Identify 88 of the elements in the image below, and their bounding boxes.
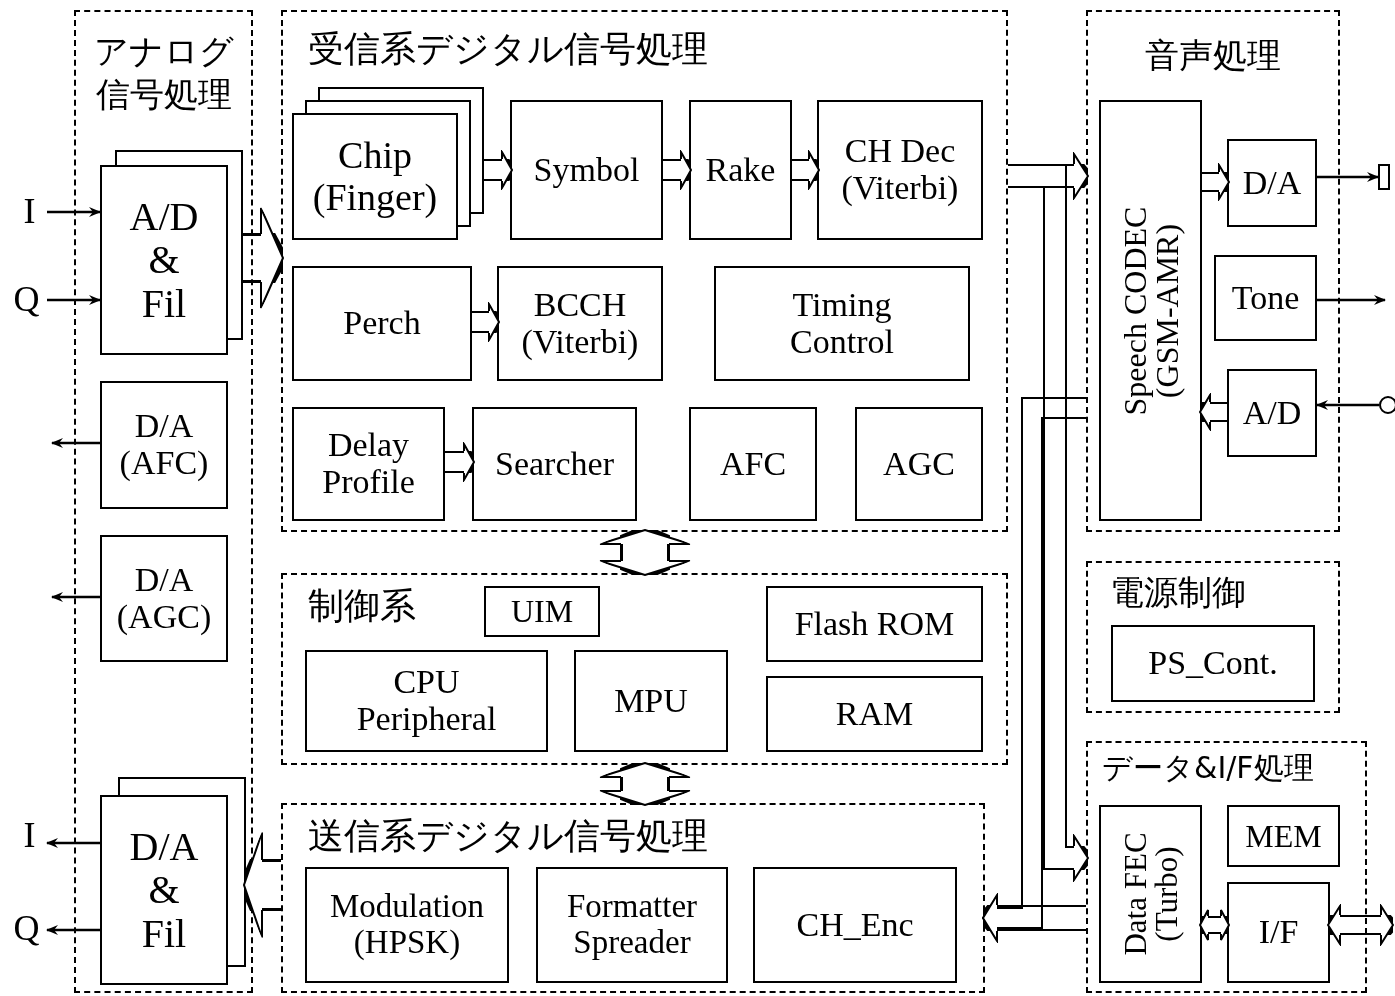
process-box [714, 266, 970, 381]
node-label: AGC [883, 445, 955, 483]
group-frame [1086, 561, 1340, 713]
node-label: CPU Peripheral [355, 664, 498, 738]
node-label: A/D & Fil [128, 195, 200, 325]
arrow [51, 438, 100, 448]
process-box [855, 407, 983, 521]
node-label: Searcher [495, 445, 614, 483]
node-label: D/A (AFC) [118, 408, 210, 482]
process-box [305, 867, 509, 983]
node-label: D/A [1242, 164, 1302, 202]
process-box [292, 266, 472, 381]
node-label: Symbol [533, 151, 640, 189]
node-label: D/A (AGC) [115, 561, 213, 636]
group-frame [281, 573, 1008, 765]
process-box [305, 650, 548, 752]
process-box [1099, 100, 1202, 521]
group-title: 制御系 [308, 584, 416, 628]
arrow [46, 925, 100, 935]
process-box [1227, 369, 1317, 457]
node-label: Speech CODEC (GSM-AMR) [1118, 205, 1183, 417]
group-title: 電源制御 [1110, 571, 1246, 614]
node-label: Delay Profile [321, 427, 416, 501]
group-title: アナログ信号処理 [92, 30, 235, 115]
process-box [510, 100, 663, 240]
group-title: 音声処理 [1144, 34, 1282, 77]
process-box [292, 407, 445, 521]
node-label: I/F [1258, 914, 1299, 951]
arrow [1317, 295, 1386, 305]
node-label: AFC [719, 445, 787, 483]
process-box [497, 266, 663, 381]
node-label: Tone [1231, 279, 1300, 317]
node-label: CH Dec (Viterbi) [840, 133, 960, 207]
terminal-circle [1379, 396, 1395, 414]
process-box [817, 100, 983, 240]
process-box [1214, 255, 1317, 341]
group-frame [74, 10, 253, 993]
signal-label: I [12, 817, 47, 857]
node-label: CH_Enc [796, 906, 914, 944]
process-box [766, 586, 983, 662]
process-box [1227, 805, 1340, 867]
node-label: Modulation (HPSK) [329, 889, 485, 961]
process-box [472, 407, 637, 521]
signal-label: I [12, 193, 47, 233]
process-box [1099, 805, 1202, 983]
arrow [1317, 172, 1379, 182]
node-label: PS_Cont. [1148, 645, 1278, 682]
arrow [51, 592, 100, 602]
arrow [1316, 400, 1379, 410]
signal-label: Q [6, 910, 47, 950]
process-box [753, 867, 957, 983]
group-frame [281, 10, 1008, 532]
process-box [689, 407, 817, 521]
arrow [46, 838, 100, 848]
node-label: A/D [1242, 394, 1302, 432]
node-label: Data FEC (Turbo) [1119, 831, 1182, 958]
process-box [1227, 882, 1330, 983]
process-box [574, 650, 728, 752]
node-label: MPU [614, 682, 688, 720]
terminal-box [1378, 164, 1390, 190]
process-box [689, 100, 792, 240]
node-label: Timing Control [789, 286, 895, 361]
node-label: Chip (Finger) [311, 135, 439, 218]
group-title: 送信系デジタル信号処理 [308, 814, 708, 858]
process-box [1227, 139, 1317, 227]
group-title: 受信系デジタル信号処理 [308, 27, 708, 71]
group-frame [1086, 10, 1340, 532]
node-label: BCCH (Viterbi) [520, 286, 640, 361]
group-title: データ&I/F処理 [1102, 749, 1314, 787]
arrow [47, 295, 101, 305]
node-label: Perch [343, 305, 421, 342]
node-label: UIM [510, 594, 574, 629]
node-label: RAM [835, 695, 914, 733]
node-label: D/A & Fil [128, 825, 200, 955]
process-box [100, 381, 228, 509]
node-label: Formatter Spreader [565, 889, 699, 961]
node-label: MEM [1245, 818, 1322, 854]
process-box [1111, 625, 1315, 702]
process-box [484, 586, 600, 637]
process-box [536, 867, 728, 983]
process-box [766, 676, 983, 752]
group-frame [1086, 741, 1367, 993]
signal-label: Q [6, 281, 47, 321]
node-label: Flash ROM [794, 605, 955, 643]
process-box [100, 535, 228, 662]
node-label: Rake [705, 151, 776, 189]
arrow [47, 207, 101, 217]
group-frame [281, 803, 985, 993]
